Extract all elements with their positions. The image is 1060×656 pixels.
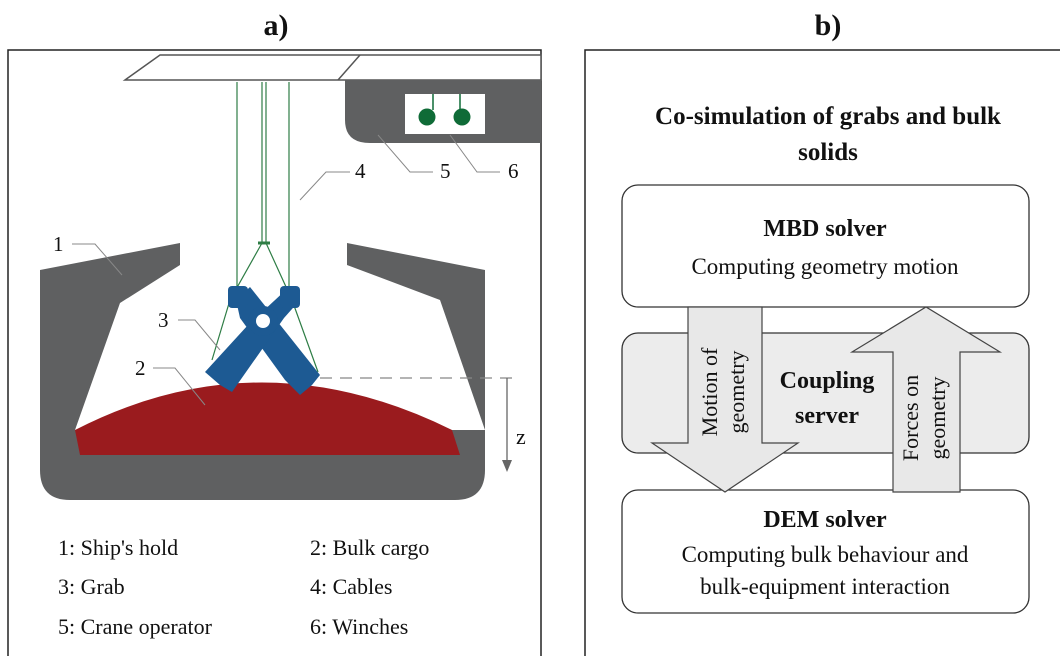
panel-a-label: a) (264, 9, 289, 42)
diagram-title: Co-simulation of grabs and bulk (655, 103, 1001, 130)
winch-icon (453, 108, 471, 126)
legend-item: 6: Winches (310, 614, 408, 639)
diagram-title-line2: solids (798, 139, 858, 166)
legend: 1: Ship's hold 2: Bulk cargo 3: Grab 4: … (58, 535, 429, 639)
coupling-server-label: Coupling (780, 368, 875, 394)
bulk-cargo (75, 382, 460, 455)
crane-beam-joint (337, 54, 361, 81)
motion-arrow (650, 306, 800, 493)
panel-b-label: b) (815, 9, 842, 42)
legend-item: 5: Crane operator (58, 614, 213, 639)
callout-6: 6 (508, 159, 519, 183)
forces-arrow (849, 306, 1003, 493)
grab (205, 286, 320, 395)
callout-5: 5 (440, 159, 451, 183)
callout-3: 3 (158, 308, 169, 332)
mbd-solver-box (621, 184, 1030, 308)
forces-arrow-label: Forces on (898, 375, 923, 461)
ships-hold (40, 243, 485, 500)
winch-housing (405, 94, 485, 134)
dem-solver-desc: Computing bulk behaviour and (682, 542, 969, 567)
mbd-solver-title: MBD solver (763, 216, 887, 242)
mbd-solver-desc: Computing geometry motion (691, 254, 959, 279)
dem-solver-box (621, 489, 1030, 614)
callout-4: 4 (355, 159, 366, 183)
z-axis-label: z (516, 424, 526, 449)
panel-a-frame (7, 49, 542, 656)
motion-arrow-label-line2: geometry (724, 350, 749, 433)
dem-solver-desc-line2: bulk-equipment interaction (700, 574, 950, 599)
legend-item: 2: Bulk cargo (310, 535, 429, 560)
panel-b-frame (584, 49, 1060, 656)
dem-solver-title: DEM solver (763, 507, 887, 533)
legend-item: 1: Ship's hold (58, 535, 178, 560)
legend-item: 4: Cables (310, 574, 393, 599)
legend-item: 3: Grab (58, 574, 125, 599)
winch-icon (418, 108, 436, 126)
callout-1: 1 (53, 232, 64, 256)
callout-2: 2 (135, 356, 146, 380)
motion-arrow-label: Motion of (697, 347, 722, 436)
forces-arrow-label-line2: geometry (925, 376, 950, 459)
callout-leaders (72, 134, 500, 406)
coupling-server-label-line2: server (795, 403, 859, 429)
crane-beam (122, 54, 542, 81)
